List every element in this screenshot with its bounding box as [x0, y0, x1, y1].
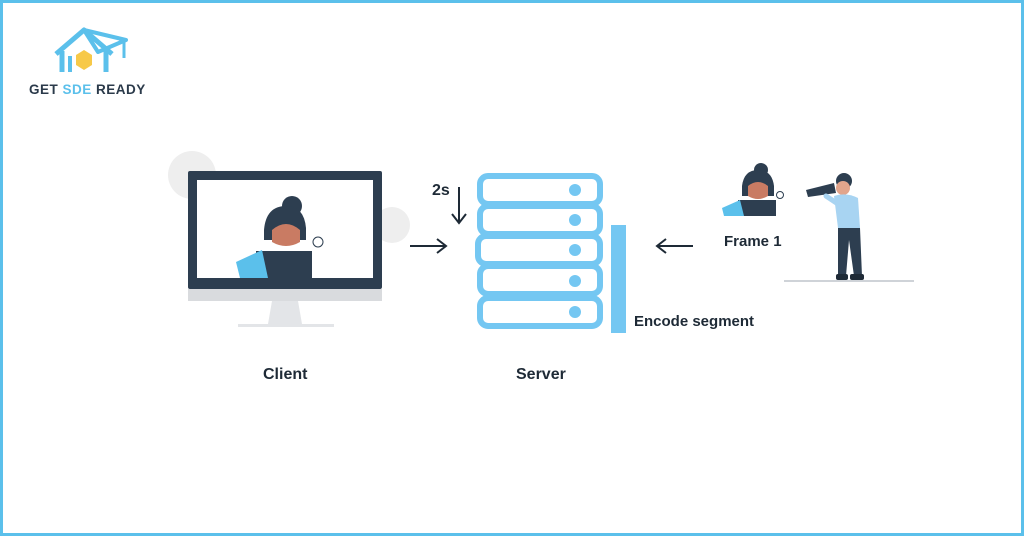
server-label: Server [516, 366, 566, 383]
server-stack [475, 173, 603, 329]
encode-segment-label: Encode segment [634, 313, 755, 330]
brand-name: GET SDE READY [29, 82, 146, 97]
client-label: Client [263, 366, 308, 383]
client-to-server-arrow [410, 238, 448, 254]
client-person-illustration [236, 196, 324, 278]
server-lights [569, 184, 581, 318]
frame-person-illustration [722, 163, 784, 216]
brand-logo[interactable]: GET SDE READY [28, 24, 158, 104]
interval-down-arrow [451, 187, 467, 225]
interval-label: 2s [432, 182, 450, 199]
encode-segment-bar [611, 225, 626, 333]
telescope-person-illustration [784, 173, 914, 282]
house-graduation-cap-icon [54, 27, 128, 72]
frame-label: Frame 1 [724, 233, 782, 250]
frame-to-server-arrow [655, 238, 693, 254]
